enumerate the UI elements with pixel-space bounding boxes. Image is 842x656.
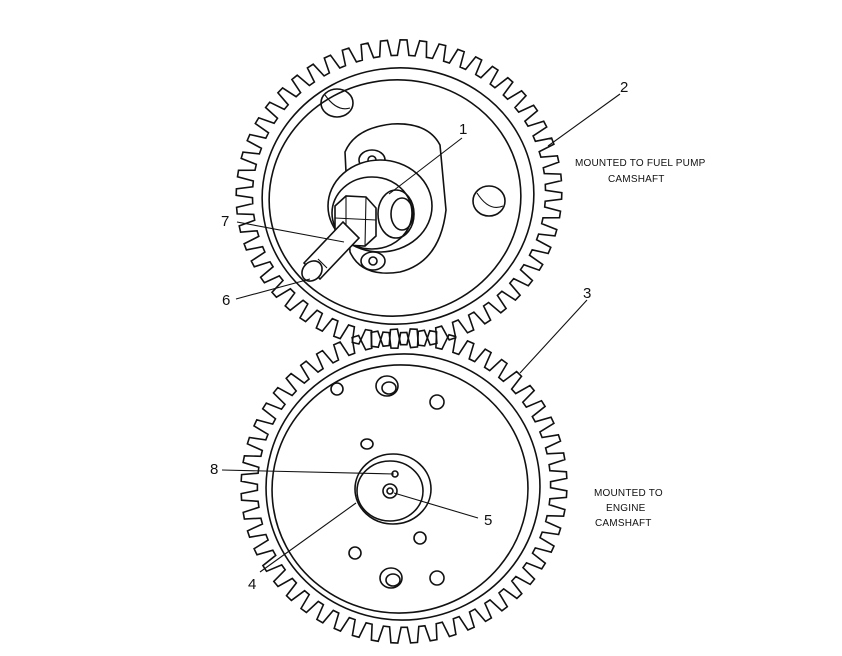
callout-4: 4	[248, 576, 256, 593]
engine-gear	[240, 328, 568, 644]
callout-8: 8	[210, 461, 218, 478]
engine-caption: MOUNTED TO ENGINE CAMSHAFT	[594, 488, 663, 529]
engine-gear-face	[271, 364, 529, 614]
fuel-pump-caption-line2: CAMSHAFT	[608, 174, 665, 185]
engine-gear-rim	[265, 353, 541, 621]
leader-lines	[221, 93, 621, 573]
engine-gear-teeth	[240, 328, 568, 644]
callout-1: 1	[459, 121, 467, 138]
callout-6: 6	[222, 292, 230, 309]
fuel-pump-gear-holes	[320, 88, 506, 217]
fuel-pump-caption: MOUNTED TO FUEL PUMP CAMSHAFT	[575, 158, 706, 185]
engine-gear-holes	[330, 382, 445, 586]
fuel-pump-gear	[235, 38, 563, 350]
fuel-pump-gear-teeth	[235, 38, 563, 350]
callout-7: 7	[221, 213, 229, 230]
dowel-pins	[375, 375, 403, 589]
fuel-pump-caption-line1: MOUNTED TO FUEL PUMP	[575, 158, 706, 169]
callout-5: 5	[484, 512, 492, 529]
callout-numbers: 1 2 3 4 5 6 7 8	[210, 79, 628, 593]
engine-caption-line3: CAMSHAFT	[595, 518, 652, 529]
drive-shaft	[301, 220, 361, 282]
callout-3: 3	[583, 285, 591, 302]
engine-caption-line2: ENGINE	[606, 503, 646, 514]
engine-caption-line1: MOUNTED TO	[594, 488, 663, 499]
fuel-pump-gear-face	[268, 79, 522, 317]
callout-2: 2	[620, 79, 628, 96]
fuel-pump-gear-rim	[261, 67, 535, 325]
engine-gear-hub	[354, 453, 432, 525]
